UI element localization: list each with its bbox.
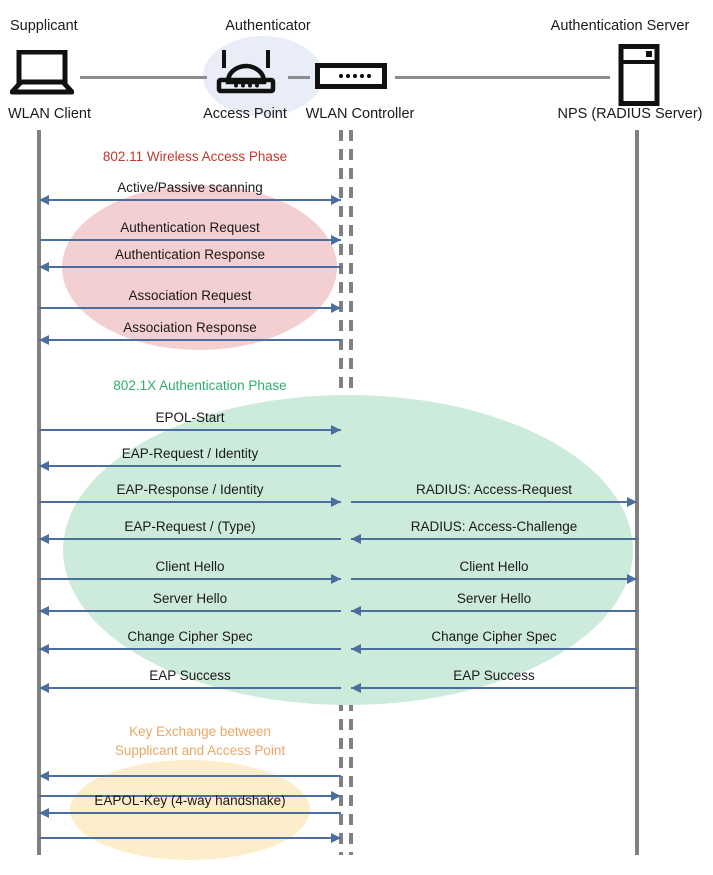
arrowhead-right bbox=[331, 574, 341, 584]
message-label: Active/Passive scanning bbox=[117, 180, 263, 195]
arrowhead-right bbox=[331, 235, 341, 245]
arrowhead-left bbox=[39, 808, 49, 818]
actor-device-nps: NPS (RADIUS Server) bbox=[557, 106, 703, 122]
lifeline-auth-server bbox=[635, 130, 639, 855]
message-label: EAP-Request / Identity bbox=[121, 446, 259, 461]
message-line bbox=[39, 837, 341, 839]
arrowhead-left bbox=[39, 534, 49, 544]
message-line bbox=[39, 775, 341, 777]
actor-device-wlan-controller: WLAN Controller bbox=[305, 106, 415, 122]
wire-ap-to-controller bbox=[288, 76, 310, 79]
message-line bbox=[351, 578, 637, 580]
arrowhead-right bbox=[331, 303, 341, 313]
message-line bbox=[39, 266, 341, 268]
message-label: Client Hello bbox=[155, 559, 225, 574]
arrowhead-left bbox=[39, 606, 49, 616]
message-line bbox=[39, 812, 341, 814]
message-line bbox=[39, 199, 341, 201]
arrowhead-left bbox=[351, 534, 361, 544]
actor-role-supplicant: Supplicant bbox=[10, 18, 78, 34]
network-controller-icon bbox=[315, 63, 387, 94]
message-label: RADIUS: Access-Challenge bbox=[410, 519, 578, 534]
arrowhead-left bbox=[39, 683, 49, 693]
message-label: Change Cipher Spec bbox=[127, 629, 253, 644]
phase-caption-wireless-access: 802.11 Wireless Access Phase bbox=[102, 149, 288, 164]
arrowhead-right bbox=[331, 425, 341, 435]
arrowhead-right bbox=[627, 497, 637, 507]
actor-device-supplicant: WLAN Client bbox=[8, 106, 91, 122]
arrowhead-left bbox=[351, 644, 361, 654]
message-line bbox=[39, 307, 341, 309]
message-line bbox=[39, 339, 341, 341]
message-line bbox=[39, 578, 341, 580]
arrowhead-left bbox=[39, 262, 49, 272]
lifeline-supplicant bbox=[37, 130, 41, 855]
message-line bbox=[351, 648, 637, 650]
arrowhead-left bbox=[39, 461, 49, 471]
message-label: RADIUS: Access-Request bbox=[415, 482, 573, 497]
wire-client-to-ap bbox=[80, 76, 207, 79]
arrowhead-left bbox=[39, 335, 49, 345]
message-label: Association Response bbox=[123, 320, 257, 335]
message-line bbox=[39, 538, 341, 540]
message-line bbox=[39, 687, 341, 689]
message-label: EAP-Response / Identity bbox=[116, 482, 264, 497]
phase-ellipse-dot1x-auth bbox=[63, 395, 633, 705]
laptop-icon bbox=[9, 49, 75, 101]
actor-role-auth-server: Authentication Server bbox=[550, 18, 690, 34]
message-line bbox=[351, 538, 637, 540]
message-line bbox=[351, 687, 637, 689]
arrowhead-left bbox=[39, 644, 49, 654]
message-line bbox=[39, 465, 341, 467]
arrowhead-left bbox=[351, 606, 361, 616]
arrowhead-left bbox=[39, 195, 49, 205]
message-line bbox=[39, 501, 341, 503]
message-label: EAP Success bbox=[453, 668, 535, 683]
message-label: EAP Success bbox=[149, 668, 231, 683]
message-label: EAP-Request / (Type) bbox=[124, 519, 256, 534]
arrowhead-right bbox=[331, 195, 341, 205]
message-line bbox=[39, 648, 341, 650]
server-rack-icon bbox=[618, 44, 660, 111]
message-line bbox=[351, 610, 637, 612]
message-label: Authentication Response bbox=[114, 247, 266, 262]
message-line bbox=[39, 239, 341, 241]
arrowhead-left bbox=[39, 771, 49, 781]
arrowhead-right bbox=[331, 497, 341, 507]
wireless-router-icon bbox=[214, 48, 278, 103]
phase-caption-key-exchange-line1: Key Exchange between bbox=[129, 724, 271, 739]
message-line bbox=[39, 429, 341, 431]
phase-caption-key-exchange-line2: Supplicant and Access Point bbox=[114, 743, 286, 758]
message-label: Client Hello bbox=[459, 559, 529, 574]
arrowhead-right bbox=[331, 833, 341, 843]
arrowhead-left bbox=[351, 683, 361, 693]
message-line bbox=[39, 795, 341, 797]
actor-role-authenticator: Authenticator bbox=[225, 18, 311, 34]
message-label: Authentication Request bbox=[120, 220, 260, 235]
wire-controller-to-server bbox=[395, 76, 610, 79]
arrowhead-right bbox=[331, 791, 341, 801]
arrowhead-right bbox=[627, 574, 637, 584]
message-label: EAPOL-Key (4-way handshake) bbox=[94, 793, 286, 808]
message-label: Association Request bbox=[128, 288, 252, 303]
message-label: Server Hello bbox=[152, 591, 228, 606]
message-label: EPOL-Start bbox=[155, 410, 225, 425]
message-line bbox=[39, 610, 341, 612]
phase-caption-dot1x-auth: 802.1X Authentication Phase bbox=[113, 378, 287, 393]
actor-device-access-point: Access Point bbox=[203, 106, 287, 122]
message-label: Server Hello bbox=[456, 591, 532, 606]
message-line bbox=[351, 501, 637, 503]
message-label: Change Cipher Spec bbox=[431, 629, 557, 644]
